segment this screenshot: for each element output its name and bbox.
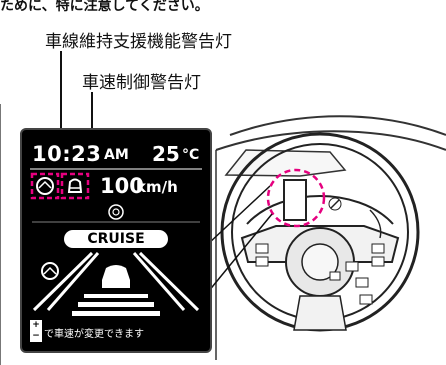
- illustration-frame: [0, 104, 446, 365]
- outside-temperature: 25: [152, 142, 180, 166]
- clock-ampm: AM: [104, 147, 129, 163]
- plus-minus-switch-icon: + −: [30, 320, 42, 342]
- page-top-text: ために、特に注意してください。: [0, 0, 209, 14]
- set-speed-unit: km/h: [136, 178, 178, 196]
- speed-change-hint: で車速が変更できます: [44, 329, 144, 340]
- clock-time: 10:23: [32, 142, 102, 166]
- cruise-status-badge: CRUISE: [64, 230, 168, 248]
- temperature-unit: °C: [182, 147, 200, 163]
- speed-control-warning-light-label: 車速制御警告灯: [82, 73, 201, 93]
- lane-keep-warning-light-label: 車線維持支援機能警告灯: [45, 32, 232, 52]
- meter-display: 10:23 AM 25 °C 100 km/h CRUISE + − で車速が変…: [20, 128, 212, 353]
- meter-graphics: [30, 168, 202, 316]
- set-speed-value: 100: [100, 174, 144, 198]
- lane-keep-leader-line: [60, 51, 62, 169]
